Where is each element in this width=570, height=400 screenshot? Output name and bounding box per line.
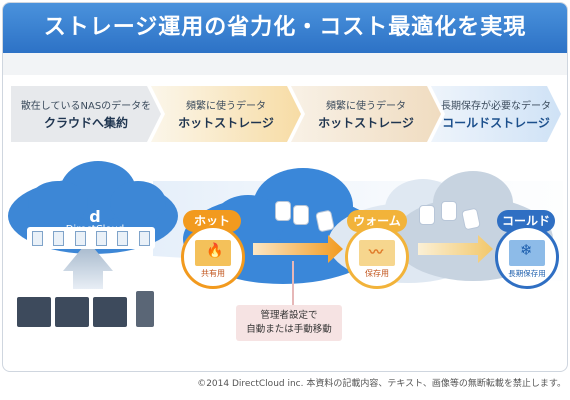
hot-to-warm-arrow bbox=[253, 235, 343, 263]
hot-folder-caption: 共有用 bbox=[201, 269, 225, 278]
folder-icon bbox=[509, 240, 545, 266]
cloud-logo-icon: d bbox=[89, 207, 101, 226]
heat-waves-icon: 〰 bbox=[369, 245, 383, 261]
step-3-sub: 頻繁に使うデータ bbox=[326, 101, 406, 112]
file-icon bbox=[138, 230, 150, 246]
step-2-sub: 頻繁に使うデータ bbox=[186, 101, 266, 112]
admin-note-line-1: 管理者設定で bbox=[260, 310, 318, 321]
file-icon bbox=[74, 230, 86, 246]
hot-tier-label: ホット bbox=[183, 210, 241, 232]
file-icon bbox=[32, 230, 44, 246]
step-4-sub: 長期保存が必要なデータ bbox=[441, 101, 551, 112]
step-4-main: コールドストレージ bbox=[442, 116, 550, 130]
admin-note: 管理者設定で 自動または手動移動 bbox=[236, 305, 342, 341]
document-icon bbox=[293, 205, 309, 225]
snowflake-icon: ❄ bbox=[520, 241, 533, 259]
folder-icon bbox=[195, 240, 231, 266]
step-1-main: クラウドへ集約 bbox=[43, 116, 128, 130]
cold-tier-label: コールド bbox=[497, 210, 555, 232]
process-steps: 散在しているNASのデータを クラウドへ集約 頻繁に使うデータ ホットストレージ… bbox=[11, 86, 561, 146]
hot-folder: 🔥 共有用 bbox=[181, 225, 245, 289]
document-icon bbox=[419, 205, 435, 225]
cold-folder: ❄ 長期保存用 bbox=[495, 225, 559, 289]
file-icon bbox=[96, 230, 108, 246]
step-consolidate: 散在しているNASのデータを クラウドへ集約 bbox=[11, 86, 161, 142]
upload-arrow bbox=[63, 241, 113, 289]
step-2-main: ホットストレージ bbox=[178, 116, 274, 130]
warm-folder-caption: 保存用 bbox=[365, 269, 389, 278]
header-band bbox=[3, 53, 567, 75]
step-hot-2: 頻繁に使うデータ ホットストレージ bbox=[291, 86, 441, 142]
document-icon bbox=[275, 201, 291, 221]
file-icon bbox=[117, 230, 129, 246]
step-cold: 長期保存が必要なデータ コールドストレージ bbox=[431, 86, 561, 142]
nas-server bbox=[93, 297, 127, 327]
warm-to-cold-arrow bbox=[418, 235, 493, 263]
file-strip bbox=[27, 227, 155, 249]
step-1-sub: 散在しているNASのデータを bbox=[20, 101, 152, 112]
flame-icon: 🔥 bbox=[206, 243, 224, 259]
file-icon bbox=[53, 230, 65, 246]
page-title: ストレージ運用の省力化・コスト最適化を実現 bbox=[3, 3, 567, 53]
document-icon bbox=[441, 201, 457, 221]
diagram-panel: ストレージ運用の省力化・コスト最適化を実現 散在しているNASのデータを クラウ… bbox=[2, 2, 568, 372]
copyright-footer: ©2014 DirectCloud inc. 本資料の記載内容、テキスト、画像等… bbox=[197, 379, 566, 389]
nas-server bbox=[55, 297, 89, 327]
step-3-main: ホットストレージ bbox=[318, 116, 414, 130]
warm-tier-label: ウォーム bbox=[347, 210, 407, 232]
step-hot-1: 頻繁に使うデータ ホットストレージ bbox=[151, 86, 301, 142]
folder-icon bbox=[359, 240, 395, 266]
admin-note-line-2: 自動または手動移動 bbox=[246, 324, 332, 335]
tower-server bbox=[136, 291, 154, 327]
warm-folder: 〰 保存用 bbox=[345, 225, 409, 289]
nas-server bbox=[17, 297, 51, 327]
cold-folder-caption: 長期保存用 bbox=[508, 269, 546, 278]
